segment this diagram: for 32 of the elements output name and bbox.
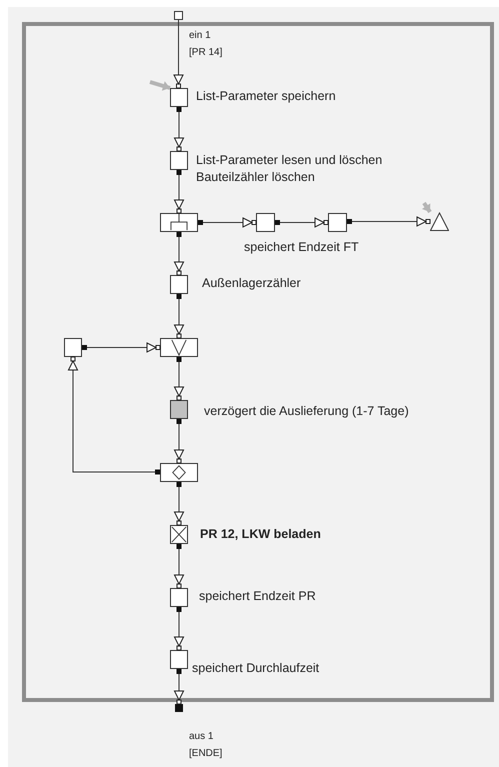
port-label: [PR 14]	[189, 46, 222, 60]
merge-block	[160, 338, 198, 357]
output-port	[175, 704, 183, 712]
loading-block	[170, 525, 188, 544]
port-label: ein 1	[189, 29, 211, 43]
process-box	[256, 213, 275, 232]
port-label: aus 1	[189, 730, 214, 744]
step-label: List-Parameter speichern	[196, 89, 336, 104]
step-label: List-Parameter lesen und löschen	[196, 153, 382, 168]
process-box	[328, 213, 347, 232]
step-label: speichert Endzeit FT	[244, 240, 359, 255]
process-box	[170, 275, 188, 294]
process-box	[170, 588, 188, 607]
port-label: [ENDE]	[189, 747, 222, 761]
input-port	[174, 11, 183, 20]
step-label: speichert Endzeit PR	[199, 589, 316, 604]
process-box	[170, 151, 188, 170]
process-box	[64, 338, 82, 357]
step-label: verzögert die Auslieferung (1-7 Tage)	[204, 404, 409, 419]
decision-block	[160, 463, 198, 482]
step-label: Außenlagerzähler	[202, 276, 301, 291]
split-block	[160, 213, 198, 232]
pointer-arrow	[422, 202, 432, 214]
step-label: PR 12, LKW beladen	[200, 527, 321, 542]
step-label: Bauteilzähler löschen	[196, 170, 315, 185]
frame-box	[22, 22, 494, 702]
end-triangle	[430, 212, 449, 231]
delay-block	[170, 400, 188, 419]
process-box	[170, 650, 188, 669]
process-box	[170, 88, 188, 107]
pointer-arrow	[149, 80, 171, 91]
step-label: speichert Durchlaufzeit	[192, 661, 320, 676]
